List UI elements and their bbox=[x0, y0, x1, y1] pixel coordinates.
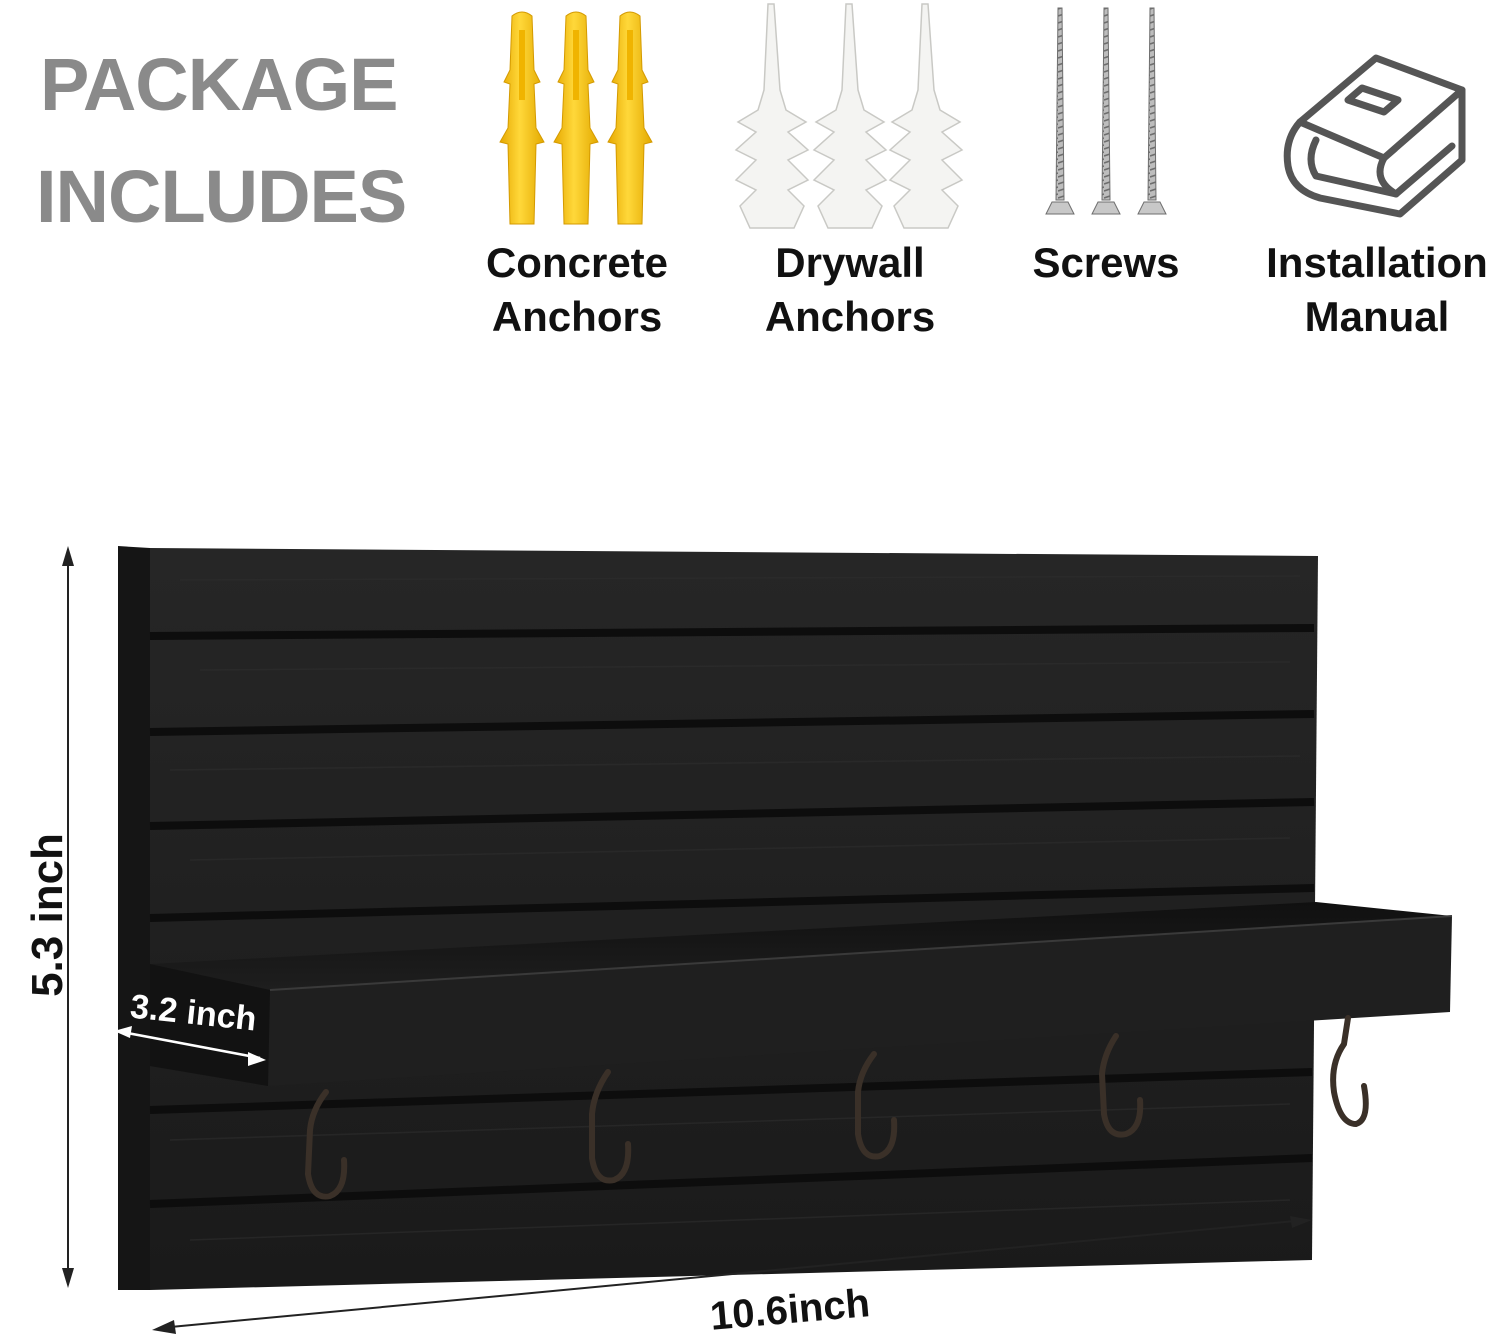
manual-book-icon bbox=[1283, 54, 1466, 218]
height-dimension-label: 5.3 inch bbox=[23, 833, 72, 997]
screw-icon bbox=[1045, 7, 1167, 215]
package-title-line1: PACKAGE bbox=[40, 43, 399, 126]
key-holder-shelf-image bbox=[62, 546, 1453, 1334]
concrete-anchor-icon bbox=[499, 11, 653, 225]
screws-label: Screws bbox=[1032, 239, 1180, 286]
package-title-line2: INCLUDES bbox=[36, 155, 407, 238]
drywall-anchor-icon bbox=[734, 3, 964, 229]
